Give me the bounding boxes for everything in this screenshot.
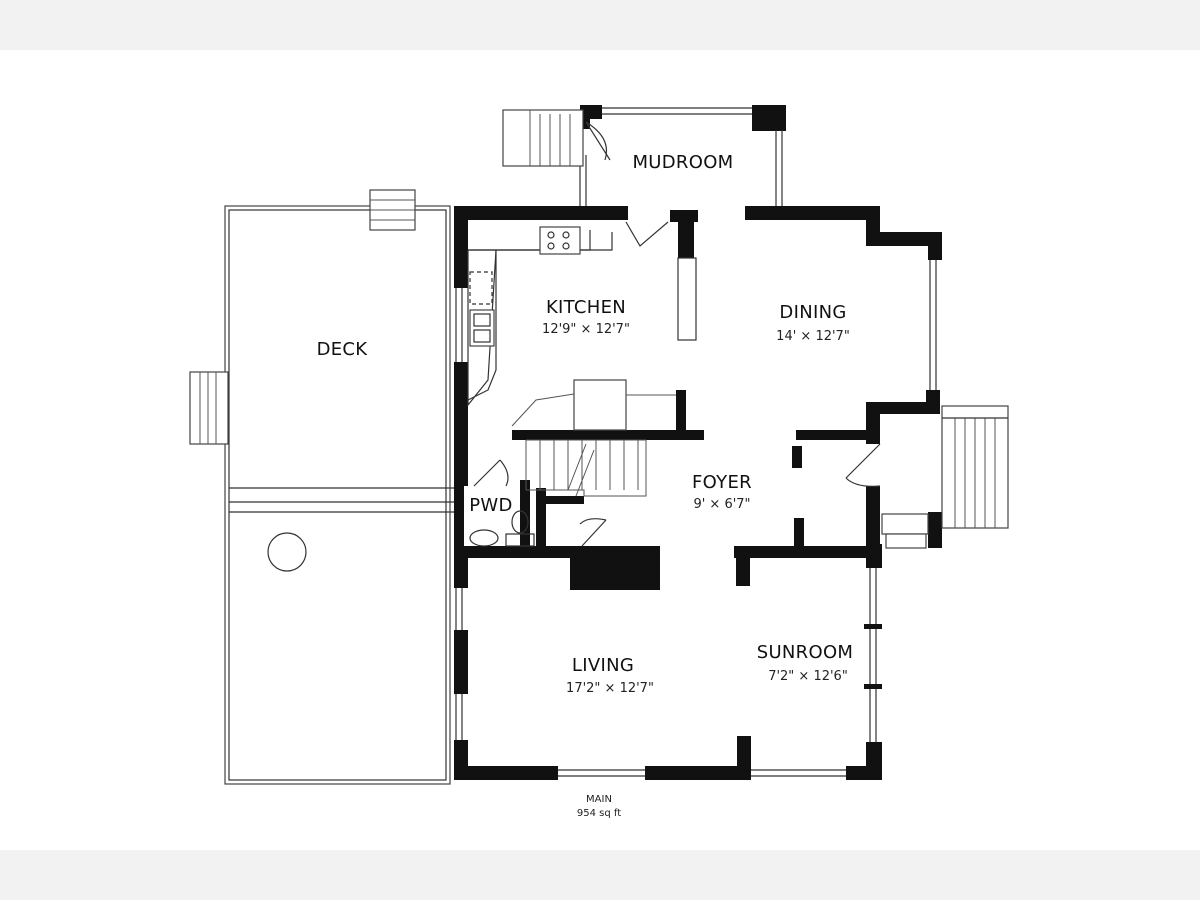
deck-outline bbox=[224, 205, 451, 785]
kitchen-fixtures bbox=[467, 226, 613, 407]
dining-label: DINING bbox=[779, 302, 846, 323]
mudroom-structure bbox=[502, 105, 786, 212]
deck-label: DECK bbox=[317, 339, 369, 360]
kitchen-label: KITCHEN bbox=[546, 297, 626, 318]
dishwasher-icon bbox=[469, 271, 493, 305]
living-dimensions: 17'2" × 12'7" bbox=[566, 681, 654, 696]
deck-steps-left bbox=[189, 371, 229, 445]
living-label: LIVING bbox=[572, 655, 634, 676]
level-label: MAIN bbox=[586, 794, 612, 805]
mudroom-steps bbox=[502, 109, 584, 167]
interior-walls bbox=[454, 216, 882, 590]
sunroom-dimensions: 7'2" × 12'6" bbox=[768, 669, 848, 684]
pwd-fixtures bbox=[469, 459, 607, 547]
floor-plan: MUDROOM KITCHEN 12'9" × 12'7" DINING 14'… bbox=[189, 105, 1009, 819]
deck-round-table bbox=[267, 532, 307, 572]
foyer-dimensions: 9' × 6'7" bbox=[693, 497, 750, 512]
pwd-label: PWD bbox=[469, 495, 512, 516]
sunroom-label: SUNROOM bbox=[757, 642, 854, 663]
kitchen-column bbox=[677, 257, 697, 341]
entry-porch bbox=[625, 221, 1009, 549]
kitchen-dimensions: 12'9" × 12'7" bbox=[542, 322, 630, 337]
deck-structure bbox=[189, 189, 456, 785]
toilet-icon bbox=[511, 510, 529, 534]
stairs bbox=[511, 379, 676, 497]
dining-dimensions: 14' × 12'7" bbox=[776, 329, 850, 344]
mudroom-label: MUDROOM bbox=[632, 152, 733, 173]
foyer-label: FOYER bbox=[692, 472, 752, 493]
floor-plan-canvas: MUDROOM KITCHEN 12'9" × 12'7" DINING 14'… bbox=[0, 50, 1200, 850]
pwd-sink-icon bbox=[469, 529, 499, 547]
deck-inner-outline bbox=[228, 209, 447, 781]
area-label: 954 sq ft bbox=[577, 808, 621, 819]
stove-icon bbox=[539, 226, 581, 255]
